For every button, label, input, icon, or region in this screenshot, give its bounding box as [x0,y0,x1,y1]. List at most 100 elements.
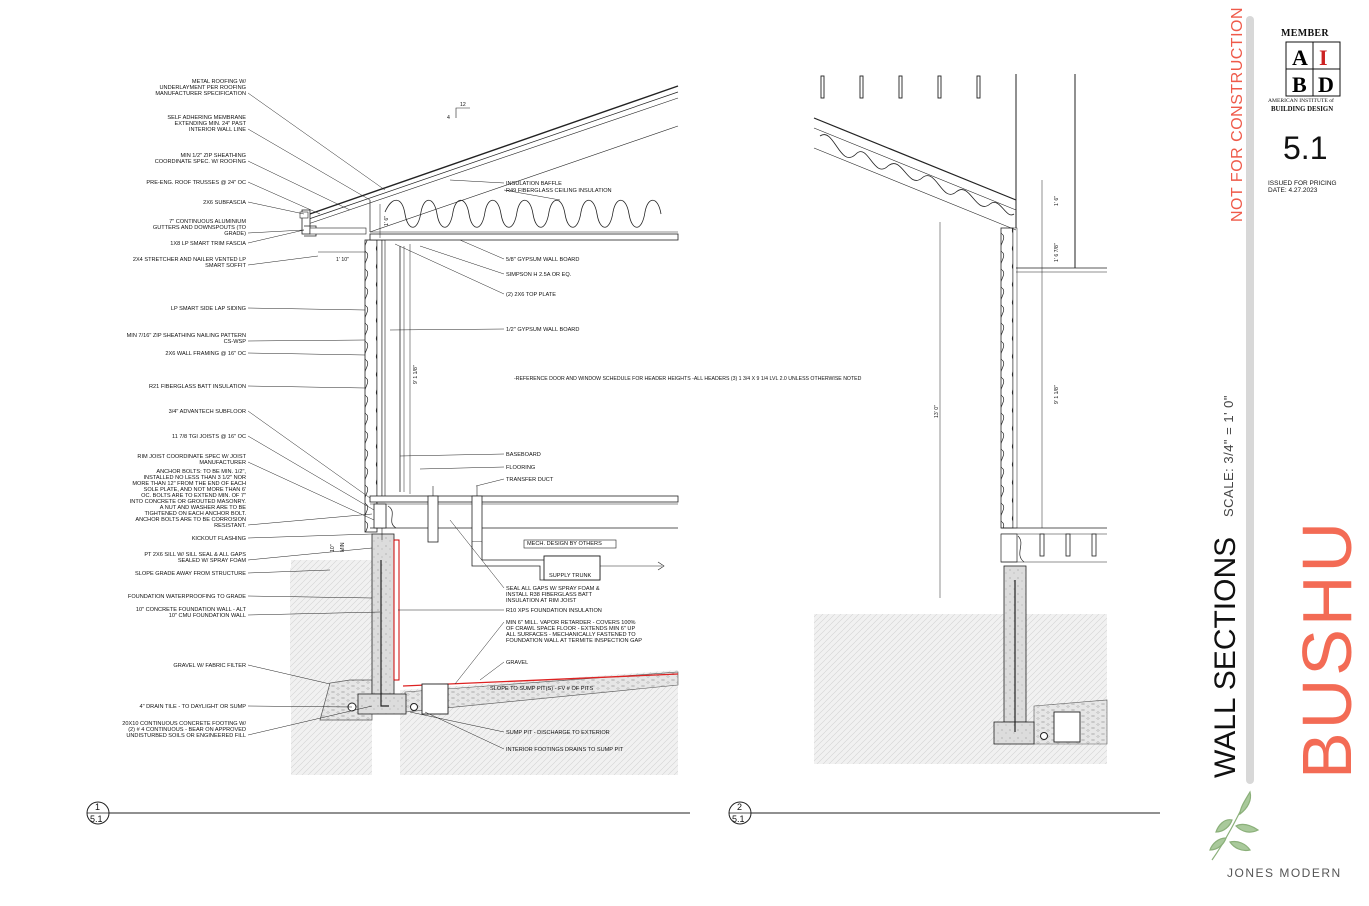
detail-2-sheet: 5.1 [732,814,745,824]
left-callout-4: PRE-ENG. ROOF TRUSSES @ 24" OC [146,180,246,186]
scale-label: SCALE: 3/4" = 1' 0" [1221,394,1236,517]
issue-date: DATE: 4.27.2023 [1268,187,1318,194]
dim-gap-1: 10" [330,544,336,552]
right-leader-3 [459,239,505,260]
right-leader-9 [475,478,505,487]
dim-gap-2: MIN [340,542,346,552]
left-callout-22: GRAVEL W/ FABRIC FILTER [173,663,246,669]
right-callout-9: TRANSFER DUCT [506,477,554,483]
right-callout-11: R10 XPS FOUNDATION INSULATION [506,608,602,614]
left-callout-20: FOUNDATION WATERPROOFING TO GRADE [128,594,246,600]
right-leader-12 [454,621,505,685]
left-callout-23: 4" DRAIN TILE - TO DAYLIGHT OR SUMP [139,704,246,710]
left-leader-19 [247,569,331,574]
detail-1-sheet: 5.1 [90,814,103,824]
left-leader-17 [247,533,373,539]
mech-design-note: MECH. DESIGN BY OTHERS [527,541,602,547]
left-leader-2 [247,128,371,201]
left-leader-1 [247,92,386,191]
right-leader-7 [399,453,505,457]
left-leader-7 [247,229,305,244]
left-callout-7: 1X8 LP SMART TRIM FASCIA [170,241,246,247]
left-callout-16: ANCHOR BOLTS: TO BE MIN. 1/2",INSTALLED … [130,469,247,529]
right-callout-6: 1/2" GYPSUM WALL BOARD [506,327,579,333]
exterior-siding [364,239,378,533]
right-leader-10 [449,519,505,589]
left-leader-14 [247,435,375,511]
firm-name: JONES MODERN [1227,866,1342,880]
left-leader-21 [247,611,381,616]
right-leader-8 [419,466,505,470]
detail-1: 12 4 1' 6" 1' 10" 9' 1 1/8" 10" MIN -REF… [290,85,862,775]
left-callout-14: 11 7/8 TGI JOISTS @ 16" OC [172,434,246,440]
dim-d2-plate: 1' 6 7/8" [1054,243,1060,262]
detail-2-number: 2 [737,802,742,812]
left-leader-3 [247,160,351,211]
pitch-rise: 12 [460,102,466,108]
sump-pit [421,683,449,715]
aibd-logo: A I B D [1285,41,1341,97]
left-leader-23 [247,705,353,708]
right-callout-4: SIMPSON H 2.5A OR EQ. [506,272,572,278]
right-leader-13 [479,661,505,681]
detail-1-number: 1 [95,802,100,812]
aibd-letter-b: B [1292,72,1307,97]
left-leader-4 [247,181,321,215]
right-callout-13: GRAVEL [506,660,528,666]
ceiling-insulation [384,199,662,228]
right-callout-5: (2) 2X6 TOP PLATE [506,292,556,298]
right-callout-15: SUMP PIT - DISCHARGE TO EXTERIOR [506,730,610,736]
left-leader-6 [247,229,305,234]
left-callout-19: SLOPE GRADE AWAY FROM STRUCTURE [135,571,246,577]
sheet-number: 5.1 [1283,130,1328,166]
left-leader-10 [247,339,366,342]
leaf-logo-icon [1209,790,1260,861]
left-leader-5 [247,201,305,215]
earth-grade [290,560,370,700]
left-leader-13 [247,410,371,499]
left-callouts: METAL ROOFING W/UNDERLAYMENT PER ROOFING… [122,79,386,739]
footing [357,693,407,715]
right-callout-16: INTERIOR FOOTINGS DRAINS TO SUMP PIT [506,747,624,753]
right-callout-14: SLOPE TO SUMP PIT(S) - FV # OF PITS [490,686,593,692]
dim-wall-height: 9' 1 1/8" [413,365,419,384]
left-leader-8 [247,255,319,266]
dim-d2-top: 1' 6" [1054,196,1060,206]
pitch-run: 4 [447,115,450,121]
aibd-letter-a: A [1292,45,1308,70]
right-callout-1: INSULATION BAFFLE [506,181,562,187]
left-callout-1: METAL ROOFING W/UNDERLAYMENT PER ROOFING… [155,79,246,97]
subfloor [369,495,679,503]
dim-d2-wall: 9' 1 1/8" [1054,385,1060,404]
left-callout-17: KICKOUT FLASHING [192,536,246,542]
member-label: MEMBER [1281,28,1329,39]
left-leader-12 [247,385,366,389]
fascia [301,209,311,235]
right-leader-5 [394,243,505,295]
left-callout-5: 2X6 SUBFASCIA [203,200,246,206]
dim-d2-total: 13' 0" [934,405,940,418]
left-callout-24: 20X10 CONTINUOUS CONCRETE FOOTING W/(2) … [122,721,246,739]
dim-heel: 1' 6" [384,216,390,226]
ceiling-board [369,233,679,241]
left-callout-13: 3/4" ADVANTECH SUBFLOOR [169,409,246,415]
aibd-name-line2: BUILDING DESIGN [1271,106,1334,113]
detail-2-bubble: 2 5.1 [728,801,1160,825]
foundation-wall [371,533,395,695]
right-leader-15 [409,711,505,733]
detail-1-bubble: 1 5.1 [86,801,690,825]
sheet-title: WALL SECTIONS [1209,536,1242,778]
left-leader-24 [247,705,373,736]
right-callout-3: 5/8" GYPSUM WALL BOARD [506,257,579,263]
left-callout-11: 2X6 WALL FRAMING @ 16" OC [165,351,246,357]
dim-overhang: 1' 10" [336,257,349,263]
